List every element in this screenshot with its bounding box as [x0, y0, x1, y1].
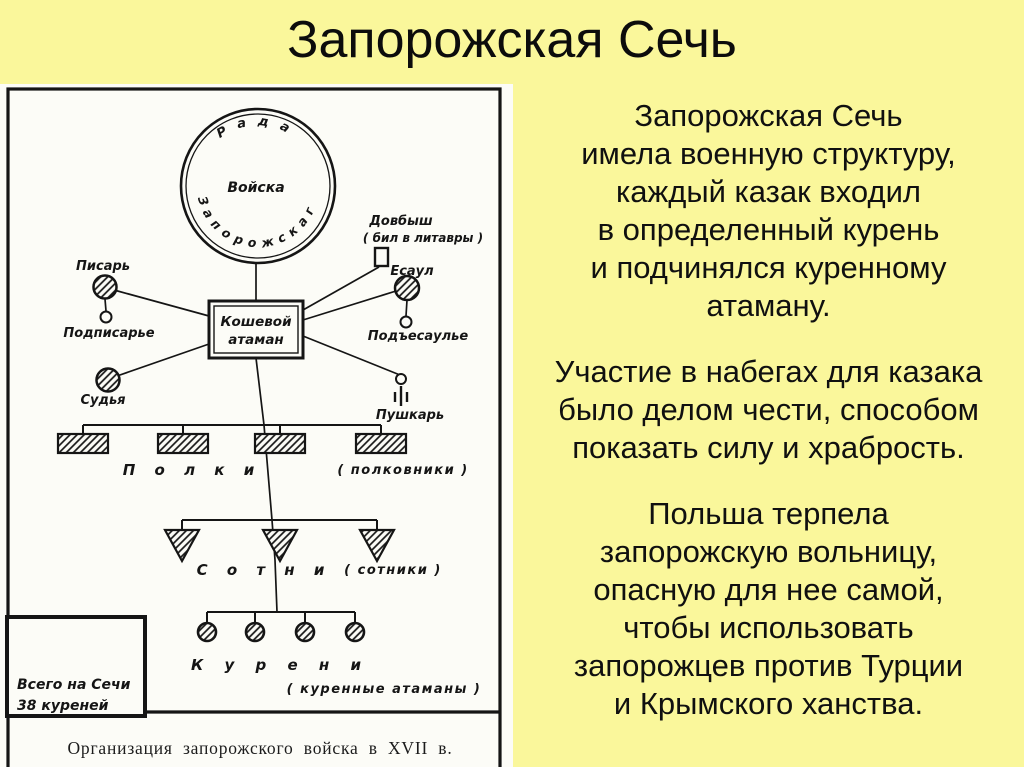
council-circle: Рада Войска Запорожскаго	[0, 84, 337, 265]
text-line: каждый казак входил	[616, 174, 921, 209]
text-line: Польша терпела	[648, 496, 889, 531]
council-voiska-label: Войска	[227, 180, 284, 196]
text-line: запорожцев против Турции	[573, 648, 964, 683]
sotnya-node	[358, 528, 396, 564]
officer-podpisarye: Подписарье	[63, 310, 155, 341]
kuren-node	[244, 621, 266, 643]
level-sotni: С о т н и ( сотники )	[163, 519, 442, 579]
cannon-icon	[393, 386, 409, 406]
diagram-caption: Организация запорожского войска в XVII в…	[67, 738, 452, 758]
paragraph-poland: Польша терпела запорожскую вольницу, опа…	[513, 495, 1024, 723]
paragraph-structure: Запорожская Сечь имела военную структуру…	[513, 97, 1024, 325]
dovbysh-label: Довбыш	[368, 214, 433, 229]
total-box: Всего на Сечи 38 куреней	[5, 615, 147, 718]
polk-node	[56, 432, 110, 455]
officer-sudya: Судья	[80, 367, 126, 408]
paragraph-raids: Участие в набегах для казака было делом …	[513, 353, 1024, 467]
sotni-label: С о т н и	[197, 561, 332, 579]
level-kureni: К у р е н и ( куренные атаманы )	[191, 611, 482, 697]
text-line: Запорожская Сечь	[634, 98, 903, 133]
sotni-note: ( сотники )	[344, 563, 442, 578]
text-line: в определенный курень	[597, 212, 940, 247]
total-box-line2: 38 куреней	[17, 698, 109, 714]
kuren-node	[344, 621, 366, 643]
kureni-note: ( куренные атаманы )	[287, 682, 482, 697]
kureni-label: К у р е н и	[191, 656, 369, 674]
level-polki: П о л к и ( полковники )	[56, 424, 468, 479]
text-line: и подчинялся куренному	[590, 250, 947, 285]
polki-label: П о л к и	[123, 461, 261, 479]
connector-lines	[104, 263, 408, 613]
sudya-label: Судья	[80, 393, 125, 408]
kuren-node	[294, 621, 316, 643]
polk-node	[354, 432, 408, 455]
podpisarye-label: Подписарье	[63, 326, 154, 341]
sotnya-node	[163, 528, 201, 564]
diagram-frame	[6, 87, 502, 767]
text-line: опасную для нее самой,	[593, 572, 944, 607]
officer-pisar: Писарь	[76, 259, 130, 300]
text-column: Запорожская Сечь имела военную структуру…	[513, 97, 1024, 751]
sotnya-node	[261, 528, 299, 564]
text-line: запорожскую вольницу,	[599, 534, 938, 569]
kuren-node	[196, 621, 218, 643]
ataman-box-line1: Кошевой	[220, 314, 292, 330]
text-line: имела военную структуру,	[581, 136, 956, 171]
text-line: показать силу и храбрость.	[572, 430, 965, 465]
text-line: чтобы использовать	[623, 610, 914, 645]
polki-note: ( полковники )	[337, 463, 468, 478]
total-box-line1: Всего на Сечи	[17, 677, 131, 693]
org-diagram: Рада Войска Запорожскаго Кошевой атаман …	[0, 84, 502, 767]
officer-pushkar: Пушкарь	[376, 373, 444, 423]
officer-podyesaulye: Подъесаулье	[368, 315, 469, 344]
polk-node	[156, 432, 210, 455]
text-line: было делом чести, способом	[558, 392, 979, 427]
ataman-box: Кошевой атаман	[207, 299, 305, 360]
officer-esaul: Есаул	[390, 264, 434, 302]
text-line: и Крымского ханства.	[613, 686, 924, 721]
polk-node	[253, 432, 307, 455]
pisar-label: Писарь	[76, 259, 130, 274]
text-line: атаману.	[706, 288, 831, 323]
slide-title: Запорожская Сечь	[287, 11, 737, 69]
pushkar-label: Пушкарь	[376, 408, 444, 423]
ataman-box-line2: атаман	[228, 332, 284, 348]
diagram-panel: Рада Войска Запорожскаго Кошевой атаман …	[0, 84, 513, 767]
officer-dovbysh: Довбыш ( бил в литавры )	[363, 214, 483, 268]
podyesaulye-label: Подъесаулье	[368, 329, 469, 344]
text-line: Участие в набегах для казака	[554, 354, 983, 389]
dovbysh-note: ( бил в литавры )	[363, 231, 483, 245]
esaul-label: Есаул	[390, 264, 434, 279]
